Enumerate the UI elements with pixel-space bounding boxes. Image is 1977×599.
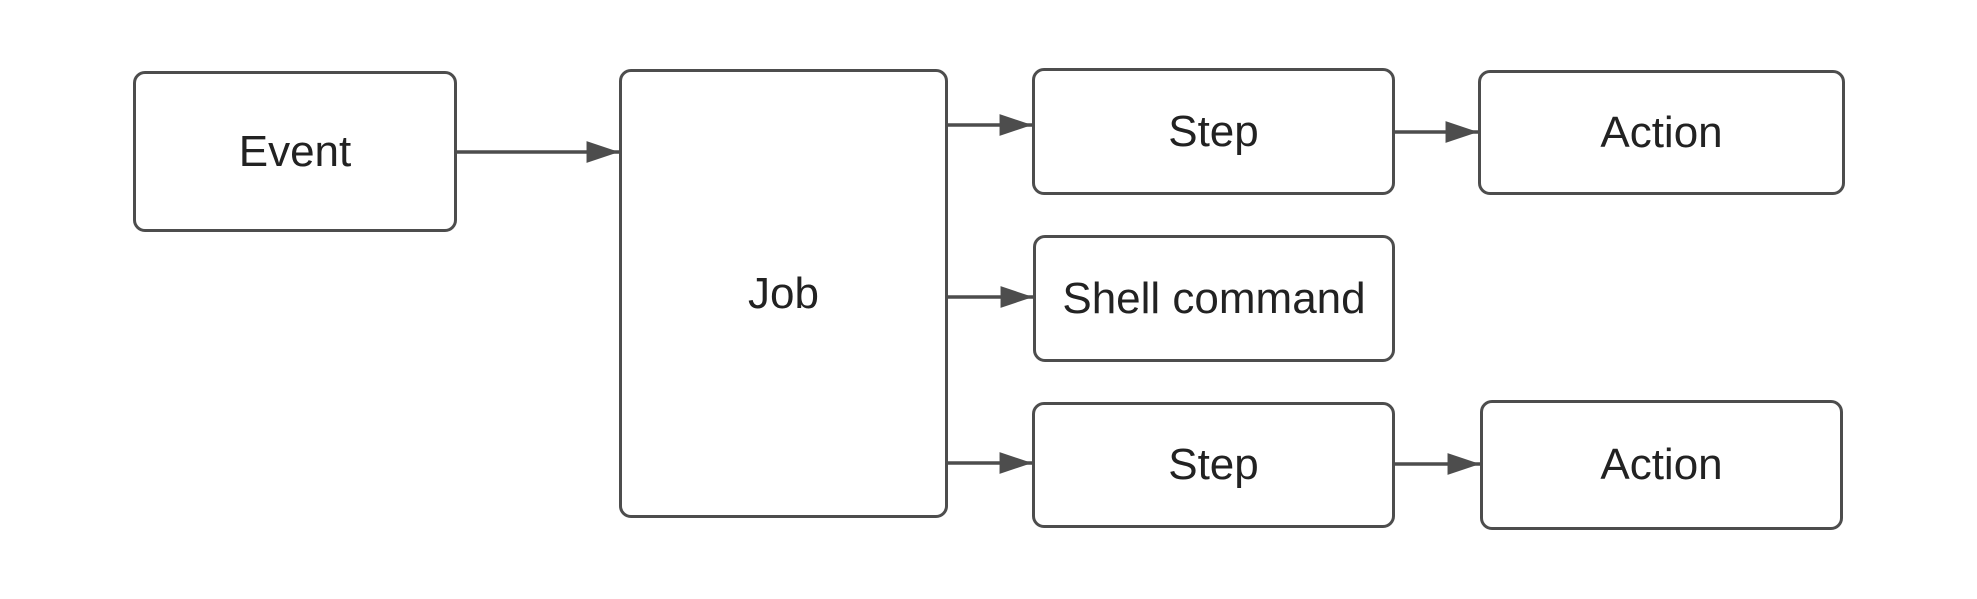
node-action-bottom-label: Action — [1600, 440, 1723, 489]
node-step-bottom-label: Step — [1168, 440, 1259, 489]
node-event: Event — [133, 71, 457, 232]
node-job: Job — [619, 69, 948, 518]
node-event-label: Event — [238, 126, 352, 176]
node-job-label: Job — [748, 268, 819, 318]
node-action-top: Action — [1478, 70, 1845, 195]
node-action-bottom: Action — [1480, 400, 1843, 530]
node-step-top: Step — [1032, 68, 1395, 195]
node-shell-command: Shell command — [1033, 235, 1395, 362]
node-step-top-label: Step — [1168, 106, 1259, 156]
node-shell-command-label: Shell command — [1062, 273, 1366, 323]
node-action-top-label: Action — [1600, 107, 1723, 157]
node-step-bottom: Step — [1032, 402, 1395, 528]
